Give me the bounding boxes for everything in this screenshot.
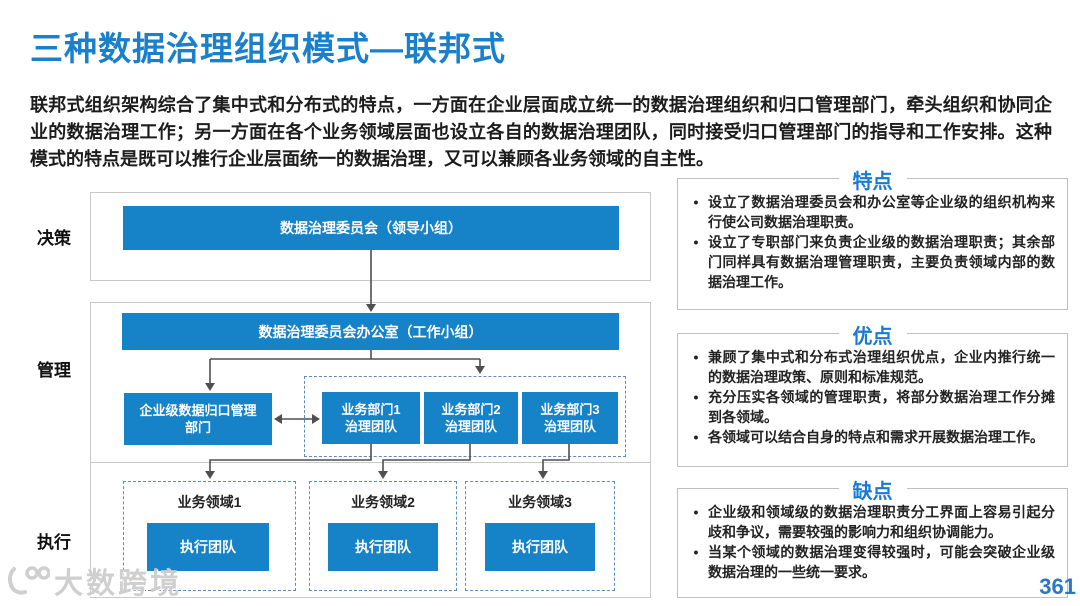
dept-team-1-line1: 业务部门1	[341, 402, 401, 417]
features-panel: 特点 • 设立了数据治理委员会和办公室等企业级的组织机构来行使公司数据治理职责。…	[677, 165, 1068, 310]
features-panel-title: 特点	[838, 165, 907, 194]
exec-team-box-1: 执行团队	[147, 523, 269, 571]
row-label-execution: 执行	[37, 533, 71, 552]
page-number: 361	[1039, 574, 1076, 599]
intro-paragraph: 联邦式组织架构综合了集中式和分布式的特点，一方面在企业层面成立统一的数据治理组织…	[30, 95, 1052, 169]
bullet-marker: •	[693, 544, 699, 560]
exec-team-box-2: 执行团队	[328, 523, 438, 571]
domain-box-1	[123, 481, 296, 591]
dept-team-3-line1: 业务部门3	[540, 402, 600, 417]
bullet-text: 企业级和领域级的数据治理职责分工界面上容易引起分歧和争议，需要较强的影响力和组织…	[708, 504, 1055, 540]
disadvantages-bullet-list: • 企业级和领域级的数据治理职责分工界面上容易引起分歧和争议，需要较强的影响力和…	[678, 489, 1067, 588]
disadvantages-panel-title: 缺点	[838, 475, 907, 504]
bullet-item: • 设立了数据治理委员会和办公室等企业级的组织机构来行使公司数据治理职责。	[684, 192, 1057, 232]
bullet-marker: •	[693, 504, 699, 520]
bullet-marker: •	[693, 349, 699, 365]
exec-team-box-3: 执行团队	[485, 523, 595, 571]
bullet-item: • 企业级和领域级的数据治理职责分工界面上容易引起分歧和争议，需要较强的影响力和…	[684, 502, 1057, 542]
bullet-text: 当某个领域的数据治理变得较强时，可能会突破企业级数据治理的一些统一要求。	[708, 544, 1055, 580]
bullet-text: 设立了数据治理委员会和办公室等企业级的组织机构来行使公司数据治理职责。	[708, 194, 1055, 230]
bullet-marker: •	[693, 429, 699, 445]
row-label-management: 管理	[37, 361, 71, 380]
domain-label-3: 业务领域3	[508, 494, 572, 510]
bullet-text: 兼顾了集中式和分布式治理组织优点，企业内推行统一的数据治理政策、原则和标准规范。	[708, 349, 1055, 385]
bullet-marker: •	[693, 389, 699, 405]
watermark-text: 大数跨境	[54, 568, 183, 600]
watermark: 大数跨境	[6, 560, 182, 602]
bullet-item: • 各领域可以结合自身的特点和需求开展数据治理工作。	[684, 427, 1057, 447]
dept-team-box-3: 业务部门3 治理团队	[522, 392, 618, 444]
row-label-decision: 决策	[37, 229, 71, 248]
features-bullet-list: • 设立了数据治理委员会和办公室等企业级的组织机构来行使公司数据治理职责。 • …	[678, 179, 1067, 298]
dept-team-1-line2: 治理团队	[344, 419, 397, 434]
bullet-text: 充分压实各领域的管理职责，将部分数据治理工作分摊到各领域。	[708, 389, 1055, 425]
office-box: 数据治理委员会办公室（工作小组）	[122, 313, 619, 350]
dept-team-box-1: 业务部门1 治理团队	[322, 392, 420, 444]
bullet-marker: •	[693, 234, 699, 250]
watermark-logo-icon	[8, 566, 50, 595]
advantages-bullet-list: • 兼顾了集中式和分布式治理组织优点，企业内推行统一的数据治理政策、原则和标准规…	[678, 334, 1067, 453]
domain-box-2	[309, 481, 457, 591]
advantages-panel-title: 优点	[838, 320, 907, 349]
dept-team-box-2: 业务部门2 治理团队	[424, 392, 518, 444]
committee-box: 数据治理委员会（领导小组）	[123, 206, 619, 250]
bullet-text: 设立了专职部门来负责企业级的数据治理职责；其余部门同样具有数据治理管理职责，主要…	[708, 234, 1055, 290]
bullet-item: • 充分压实各领域的管理职责，将部分数据治理工作分摊到各领域。	[684, 387, 1057, 427]
bullet-item: • 设立了专职部门来负责企业级的数据治理职责；其余部门同样具有数据治理管理职责，…	[684, 232, 1057, 292]
domain-label-1: 业务领域1	[177, 494, 242, 510]
advantages-panel: 优点 • 兼顾了集中式和分布式治理组织优点，企业内推行统一的数据治理政策、原则和…	[677, 320, 1068, 467]
dept-team-2-line2: 治理团队	[444, 419, 497, 434]
dept-team-3-line2: 治理团队	[543, 419, 596, 434]
domain-label-2: 业务领域2	[351, 494, 415, 510]
page-title: 三种数据治理组织模式—联邦式	[30, 30, 506, 67]
disadvantages-panel: 缺点 • 企业级和领域级的数据治理职责分工界面上容易引起分歧和争议，需要较强的影…	[677, 475, 1068, 598]
centralized-dept-box: 企业级数据归口管理部门	[124, 393, 272, 445]
domain-box-3	[465, 481, 615, 591]
bullet-marker: •	[693, 194, 699, 210]
bullet-text: 各领域可以结合自身的特点和需求开展数据治理工作。	[708, 429, 1044, 445]
bullet-item: • 当某个领域的数据治理变得较强时，可能会突破企业级数据治理的一些统一要求。	[684, 542, 1057, 582]
dept-team-2-line1: 业务部门2	[441, 402, 501, 417]
bullet-item: • 兼顾了集中式和分布式治理组织优点，企业内推行统一的数据治理政策、原则和标准规…	[684, 347, 1057, 387]
